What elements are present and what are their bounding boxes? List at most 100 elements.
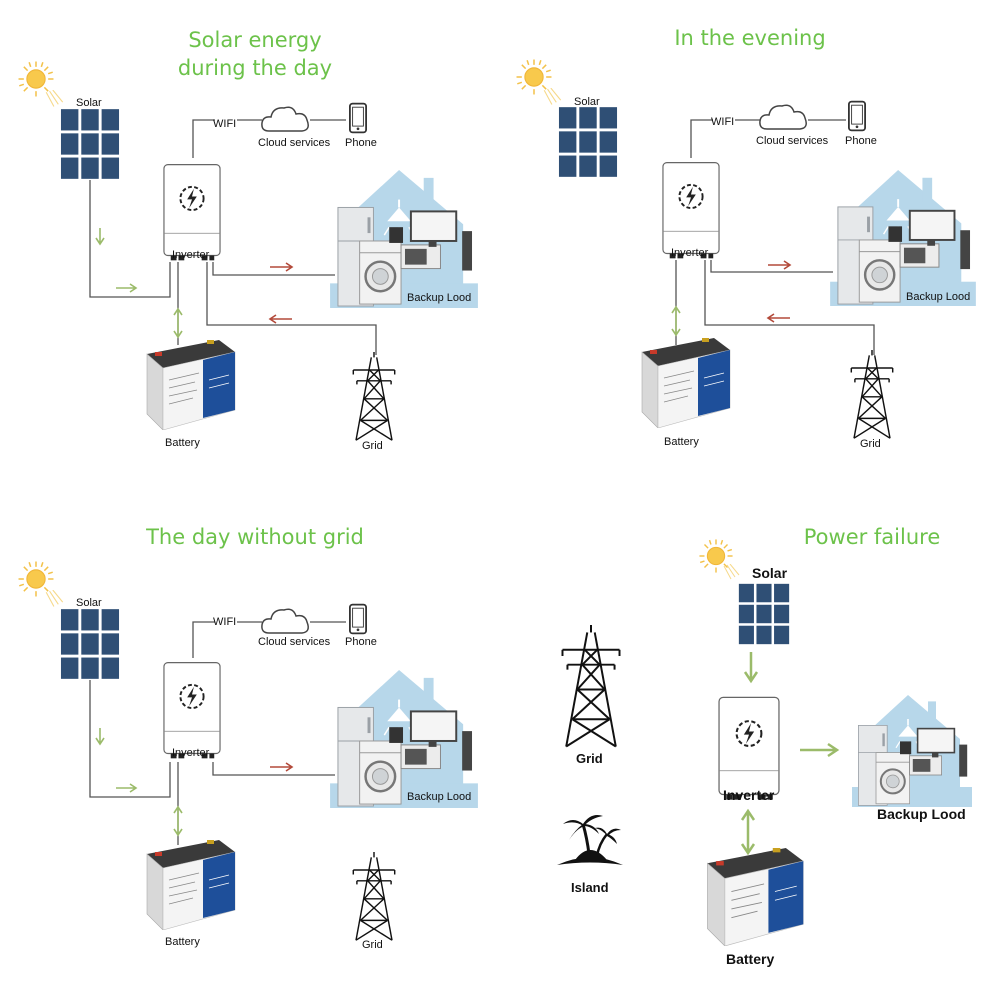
cloud-label: Cloud services <box>258 636 331 648</box>
arrow-right-red <box>270 262 294 272</box>
phone-icon <box>848 100 866 132</box>
title-line-1: In the evening <box>674 26 826 50</box>
arrow-down-green <box>95 728 105 746</box>
phone-label: Phone <box>345 636 377 648</box>
island-label: Island <box>571 880 609 895</box>
sun-icon <box>515 58 553 96</box>
load-label: Backup Lood <box>877 806 966 822</box>
sun-icon <box>17 60 55 98</box>
diagram-graphics <box>515 58 978 439</box>
panel-title: The day without grid <box>135 523 375 551</box>
sun-rays-icon <box>45 90 64 108</box>
panel-title: Solar energy during the day <box>150 26 360 82</box>
panel-day: Solar energy during the day Solar <box>0 0 500 500</box>
cloud-icon <box>261 608 310 634</box>
inverter-icon <box>163 163 221 262</box>
battery-label: Battery <box>664 436 699 448</box>
phone-label: Phone <box>345 137 377 149</box>
solar-label: Solar <box>76 97 102 109</box>
battery-icon <box>146 340 236 430</box>
arrow-bidirectional-green <box>173 307 183 339</box>
solar-label: Solar <box>752 565 788 581</box>
title-line-1: Power failure <box>803 525 941 549</box>
flow-arrows <box>671 260 792 337</box>
battery-label: Battery <box>165 936 200 948</box>
house-appliances-icon <box>328 170 480 308</box>
wifi-label: WIFI <box>711 116 735 128</box>
inverter-label: Inverter <box>172 249 210 261</box>
grid-label: Grid <box>362 440 383 452</box>
arrow-bidirectional-green <box>671 305 681 337</box>
cloud-label: Cloud services <box>756 135 829 147</box>
arrow-right-green <box>116 783 138 793</box>
battery-icon <box>146 840 236 930</box>
wifi-label: WIFI <box>213 616 237 628</box>
arrow-right-green <box>800 742 840 758</box>
load-label: Backup Lood <box>407 292 472 304</box>
grid-tower-icon <box>352 352 396 441</box>
wires <box>89 119 377 355</box>
panel-no-grid: The day without grid Solar WIFI Cloud se… <box>0 500 500 1000</box>
inverter-label: Inverter <box>671 247 709 259</box>
island-icon <box>555 813 625 867</box>
diagram-graphics <box>555 538 974 946</box>
arrow-left-red <box>268 314 292 324</box>
solar-label: Solar <box>574 96 600 108</box>
phone-label: Phone <box>845 135 877 147</box>
grid-tower-icon <box>850 350 894 439</box>
grid-label: Grid <box>860 438 881 450</box>
wires <box>89 621 346 845</box>
diagram-graphics <box>17 60 480 441</box>
battery-label: Battery <box>726 951 775 967</box>
arrow-down-green <box>743 652 759 684</box>
battery-icon <box>641 338 731 428</box>
inverter-icon <box>662 161 720 260</box>
inverter-icon <box>163 661 221 760</box>
load-label: Backup Lood <box>906 291 971 303</box>
arrow-right-red <box>270 762 294 772</box>
inverter-icon <box>718 696 780 801</box>
load-label: Backup Lood <box>407 791 472 803</box>
title-line-2: during the day <box>177 56 333 80</box>
title-line-1: The day without grid <box>146 525 364 549</box>
arrow-bidirectional-green <box>173 805 183 837</box>
arrow-right-red <box>768 260 792 270</box>
wifi-label: WIFI <box>213 118 237 130</box>
sun-icon <box>17 560 55 598</box>
solar-panel-icon <box>558 106 618 178</box>
grid-label: Grid <box>576 751 603 766</box>
house-appliances-icon <box>850 695 974 807</box>
phone-icon <box>349 102 367 134</box>
cloud-icon <box>759 104 808 130</box>
solar-panel-icon <box>60 608 120 680</box>
arrow-left-red <box>766 313 790 323</box>
battery-icon <box>706 848 804 946</box>
solar-label: Solar <box>76 597 102 609</box>
diagram-graphics <box>17 560 480 941</box>
grid-tower-icon <box>561 625 621 748</box>
sun-rays-icon <box>543 88 562 106</box>
grid-label: Grid <box>362 939 383 951</box>
title-line-1: Solar energy <box>188 28 322 52</box>
phone-icon <box>349 603 367 635</box>
sun-rays-icon <box>45 590 64 608</box>
arrow-right-green <box>116 283 138 293</box>
flow-arrows <box>740 652 840 856</box>
cloud-label: Cloud services <box>258 137 331 149</box>
house-appliances-icon <box>328 670 480 808</box>
house-appliances-icon <box>828 170 978 306</box>
grid-tower-icon <box>352 852 396 941</box>
panel-power-failure: Power failure Grid Island Solar Inverter… <box>500 500 1000 1000</box>
flow-arrows <box>95 728 294 837</box>
inverter-label: Inverter <box>172 747 210 759</box>
panel-evening: In the evening Solar WIFI Cloud services… <box>500 0 1000 500</box>
flow-arrows <box>95 228 294 339</box>
solar-panel-icon <box>60 108 120 180</box>
panel-title: Power failure <box>792 523 952 551</box>
solar-panel-icon <box>738 583 790 645</box>
arrow-bidirectional-green <box>740 808 756 856</box>
arrow-down-green <box>95 228 105 246</box>
sun-icon <box>698 538 734 574</box>
cloud-icon <box>261 106 310 132</box>
panel-title: In the evening <box>655 24 845 52</box>
